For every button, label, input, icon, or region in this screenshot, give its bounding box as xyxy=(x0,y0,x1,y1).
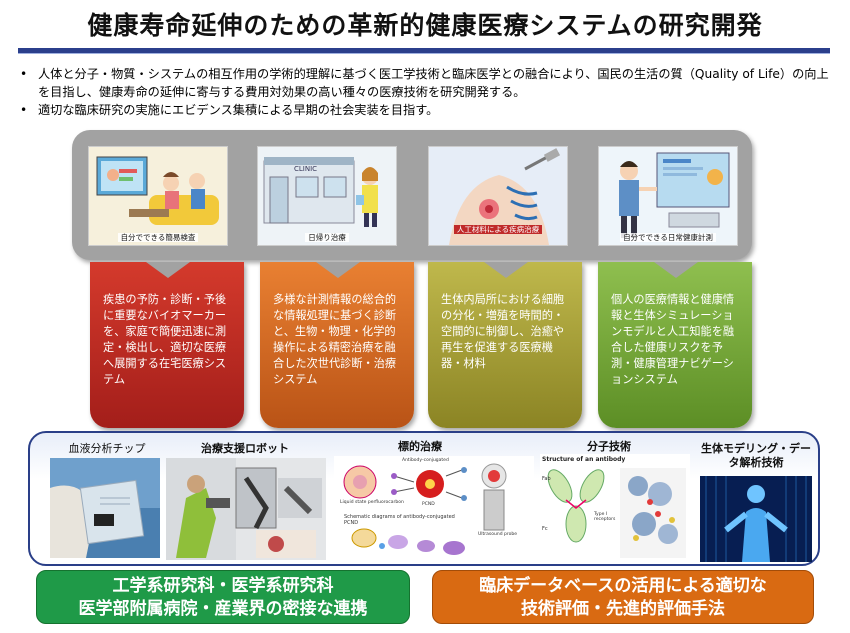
diagram-caption: Schematic diagrams of antibody-conjugate… xyxy=(344,514,455,526)
scene-caption: 日帰り治療 xyxy=(305,233,349,242)
evaluation-line-2: 技術評価・先進的評価手法 xyxy=(521,599,725,619)
scene-caption: 自分でできる簡易検査 xyxy=(117,233,199,242)
column-text: 生体内局所における細胞の分化・増殖を時間的・空間的に制御し、治癒や再生を促進する… xyxy=(441,293,565,370)
bullet-marker: • xyxy=(20,67,28,81)
clinic-illustration: CLINIC 日帰り治療 xyxy=(257,146,397,246)
diagram-note: Ultrasound probe xyxy=(478,532,517,537)
bullet-text: 人体と分子・物質・システムの相互作用の学術的理解に基づく医工学技術と臨床医学との… xyxy=(38,67,829,99)
targeted-therapy-diagram: Schematic diagrams of antibody-conjugate… xyxy=(334,456,534,562)
column-diagnosis-treatment: 多様な計測情報の総合的な情報処理に基づく診断と、生物・物理・化学的操作による精密… xyxy=(260,262,414,428)
column-health-navigation: 個人の医療情報と健康情報と生体シミュレーションモデルと人工知能を融合した健康リス… xyxy=(598,262,752,428)
scene-caption: 自分でできる日常健康計測 xyxy=(620,233,716,242)
collaboration-box: 工学系研究科・医学系研究科 医学部附属病院・産業界の密接な連携 xyxy=(36,570,410,624)
title-divider xyxy=(18,48,830,54)
clinic-sign: CLINIC xyxy=(294,165,318,173)
diagram-note: Type I receptors xyxy=(594,512,616,522)
tech-label-molecular: 分子技術 xyxy=(587,440,631,453)
artificial-material-illustration: 人工材料による疾病治療 xyxy=(428,146,568,246)
column-notch xyxy=(654,262,698,278)
diagram-note: Liquid state perfluorocarbon xyxy=(340,500,404,505)
collaboration-line-1: 工学系研究科・医学系研究科 xyxy=(112,576,334,596)
diagram-note: PCND xyxy=(422,502,435,507)
column-notch xyxy=(146,262,190,278)
diagram-note: Fab xyxy=(542,476,551,482)
column-home-medical: 疾患の予防・診断・予後に重要なバイオマーカーを、家庭で簡便迅速に測定・検出し、適… xyxy=(90,262,244,428)
column-text: 個人の医療情報と健康情報と生体シミュレーションモデルと人工知能を融合した健康リス… xyxy=(611,293,735,386)
digital-human-image xyxy=(700,476,812,562)
tech-label-targeted: 標的治療 xyxy=(398,440,442,453)
tech-label-robot: 治療支援ロボット xyxy=(201,442,289,455)
diagram-caption: Structure of an antibody xyxy=(542,456,626,463)
evaluation-box: 臨床データベースの活用による適切な 技術評価・先進的評価手法 xyxy=(432,570,814,624)
evaluation-line-1: 臨床データベースの活用による適切な xyxy=(479,576,767,596)
blood-chip-photo xyxy=(50,458,160,558)
tech-label-blood-chip: 血液分析チップ xyxy=(68,442,146,455)
summary-bullets: • 人体と分子・物質・システムの相互作用の学術的理解に基づく医工学技術と臨床医学… xyxy=(20,66,840,121)
home-test-illustration: 自分でできる簡易検査 xyxy=(88,146,228,246)
diagram-note: Antibody-conjugated xyxy=(402,458,449,463)
column-text: 疾患の予防・診断・予後に重要なバイオマーカーを、家庭で簡便迅速に測定・検出し、適… xyxy=(103,293,227,386)
bullet-item: • 人体と分子・物質・システムの相互作用の学術的理解に基づく医工学技術と臨床医学… xyxy=(20,66,840,101)
tech-label-modeling: 生体モデリング・データ解析技術 xyxy=(701,442,811,469)
page-title: 健康寿命延伸のための革新的健康医療システムの研究開発 xyxy=(87,11,763,40)
column-notch xyxy=(316,262,360,278)
surgical-robot-photo xyxy=(166,458,326,560)
daily-measurement-illustration: 自分でできる日常健康計測 xyxy=(598,146,738,246)
column-notch xyxy=(484,262,528,278)
bullet-text: 適切な臨床研究の実施にエビデンス集積による早期の社会実装を目指す。 xyxy=(38,103,439,117)
column-text: 多様な計測情報の総合的な情報処理に基づく診断と、生物・物理・化学的操作による精密… xyxy=(273,293,397,386)
bullet-marker: • xyxy=(20,103,28,117)
scene-caption: 人工材料による疾病治療 xyxy=(453,225,543,234)
diagram-note: Fc xyxy=(542,526,548,532)
antibody-structure-diagram: Structure of an antibody Type I receptor… xyxy=(540,454,690,562)
bullet-item: • 適切な臨床研究の実施にエビデンス集積による早期の社会実装を目指す。 xyxy=(20,102,840,120)
collaboration-line-2: 医学部附属病院・産業界の密接な連携 xyxy=(78,599,368,619)
column-regenerative-materials: 生体内局所における細胞の分化・増殖を時間的・空間的に制御し、治癒や再生を促進する… xyxy=(428,262,582,428)
